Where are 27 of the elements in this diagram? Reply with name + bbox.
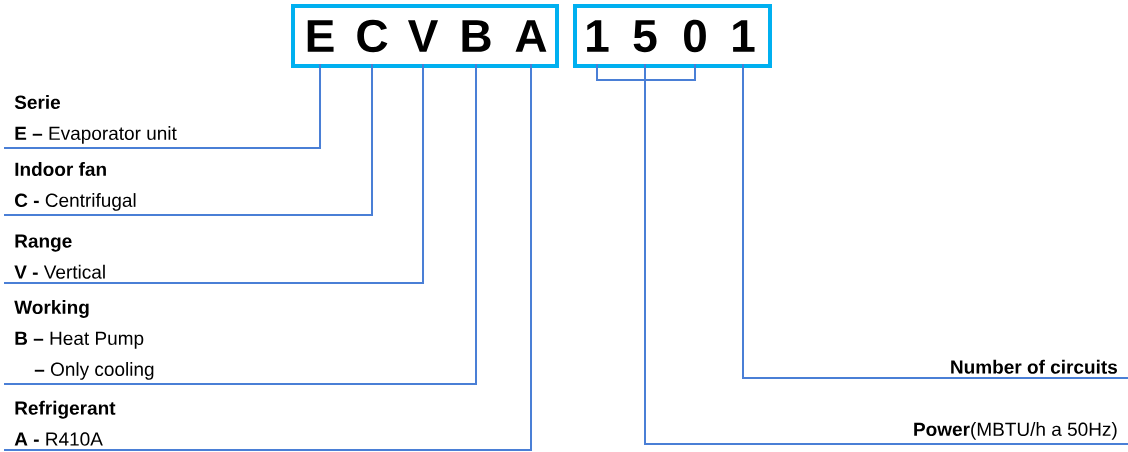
description-text: Refrigerant A - R410A: [14, 400, 116, 446]
leader-line: [3, 63, 321, 149]
leader-line: [644, 63, 696, 81]
code-letter: 1: [587, 20, 609, 52]
code-box: [291, 4, 559, 68]
code-letter: C: [357, 19, 388, 53]
leader-line: [3, 63, 477, 385]
leader-line: [596, 63, 646, 81]
leader-line: [3, 63, 373, 216]
code-letter: A: [515, 20, 547, 52]
leader-line: [644, 63, 1128, 445]
description-text: Number of circuits: [951, 359, 1117, 374]
leader-line: [742, 63, 1128, 379]
code-letter: E: [307, 20, 334, 52]
leader-line: [3, 63, 532, 451]
description-text: Power(MBTU/h a 50Hz): [914, 422, 1117, 440]
code-letter: B: [462, 20, 491, 52]
description-text: Indoor fan C - Centrifugal: [15, 162, 136, 211]
leader-line: [3, 63, 424, 284]
description-text: Serie E – Evaporator unit: [14, 95, 177, 144]
description-text: Working B – Heat Pump – Only cooling: [14, 300, 154, 380]
code-letter: 1: [733, 20, 755, 52]
code-letter: 0: [684, 19, 706, 53]
code-letter: V: [408, 20, 439, 52]
description-text: Range V - Vertical: [14, 234, 105, 279]
code-box: [573, 4, 772, 68]
code-letter: 5: [633, 20, 657, 53]
